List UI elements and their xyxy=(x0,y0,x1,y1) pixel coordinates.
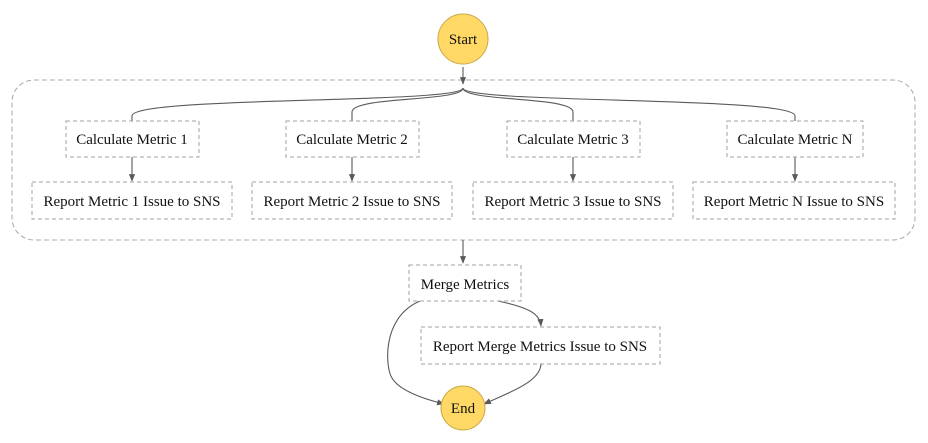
edge-merge-to-report-merge xyxy=(497,300,544,327)
edge-fork-to-calc-3 xyxy=(462,87,574,121)
start-label: Start xyxy=(449,32,478,48)
end-node[interactable]: End xyxy=(440,385,486,431)
edge-merge-to-end xyxy=(387,300,445,406)
state-label: Merge Metrics xyxy=(421,277,510,293)
state-label: Report Metric 1 Issue to SNS xyxy=(43,194,220,210)
edges xyxy=(128,67,799,406)
state-label: Report Metric N Issue to SNS xyxy=(704,194,884,210)
edge-fork-to-calc-1 xyxy=(131,87,464,121)
state-calculate-metric-2[interactable]: Calculate Metric 2 xyxy=(285,120,420,158)
state-report-metric-3[interactable]: Report Metric 3 Issue to SNS xyxy=(472,181,674,220)
start-node[interactable]: Start xyxy=(437,13,489,65)
state-calculate-metric-1[interactable]: Calculate Metric 1 xyxy=(65,120,200,158)
edge-report-merge-to-end xyxy=(483,363,542,405)
state-report-metric-2[interactable]: Report Metric 2 Issue to SNS xyxy=(251,181,453,220)
state-calculate-metric-n[interactable]: Calculate Metric N xyxy=(726,120,864,158)
end-label: End xyxy=(451,401,476,417)
state-label: Report Merge Metrics Issue to SNS xyxy=(433,339,647,355)
state-label: Calculate Metric 1 xyxy=(76,132,188,148)
state-merge-metrics[interactable]: Merge Metrics xyxy=(408,264,522,302)
state-label: Report Metric 3 Issue to SNS xyxy=(484,194,661,210)
state-report-metric-n[interactable]: Report Metric N Issue to SNS xyxy=(692,181,896,220)
state-label: Calculate Metric 3 xyxy=(517,132,629,148)
state-report-metric-1[interactable]: Report Metric 1 Issue to SNS xyxy=(31,181,233,220)
state-report-merge-metrics[interactable]: Report Merge Metrics Issue to SNS xyxy=(420,326,661,365)
state-calculate-metric-3[interactable]: Calculate Metric 3 xyxy=(506,120,641,158)
edge-fork-to-calc-n xyxy=(462,87,796,121)
edge-fork-to-calc-2 xyxy=(351,87,464,121)
state-label: Report Metric 2 Issue to SNS xyxy=(263,194,440,210)
state-label: Calculate Metric N xyxy=(738,132,853,148)
state-label: Calculate Metric 2 xyxy=(296,132,408,148)
